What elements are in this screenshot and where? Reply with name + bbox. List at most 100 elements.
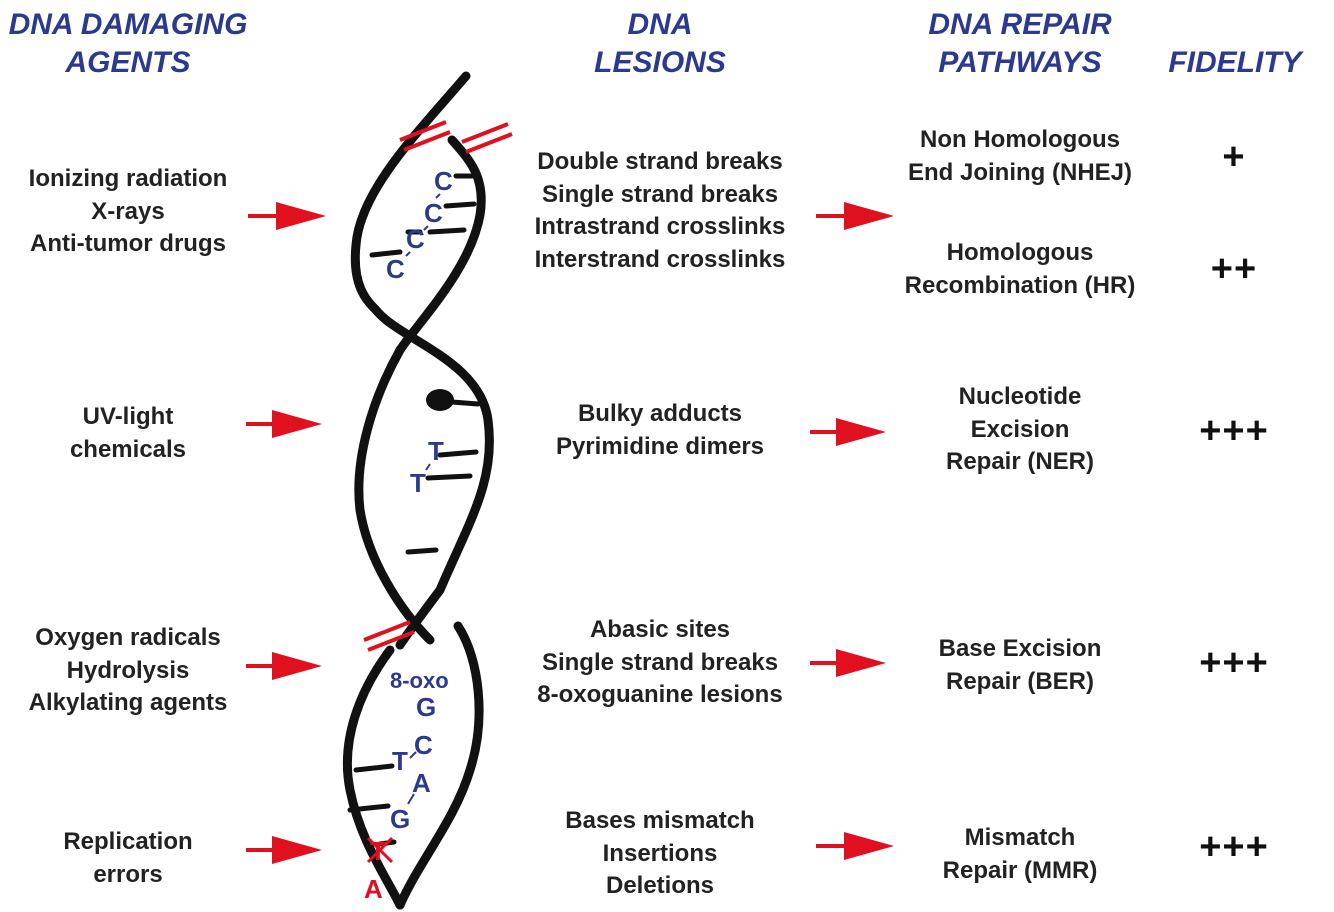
dna-helix — [342, 71, 494, 910]
agent-label: Anti-tumor drugs — [30, 230, 226, 257]
lesion-label: Deletions — [605, 872, 715, 899]
lesions-row-3: Abasic sites Single strand breaks 8-oxog… — [510, 614, 810, 712]
base-letter: T — [410, 468, 426, 498]
strand-break-marks — [363, 120, 513, 652]
header-agents: DNA DAMAGING AGENTS — [0, 6, 256, 82]
lesion-label: Bulky adducts — [577, 400, 743, 427]
lesion-label: Abasic sites — [589, 616, 731, 643]
agent-label: Oxygen radicals — [35, 624, 221, 651]
agent-label: UV-light — [82, 403, 174, 430]
strand-mid-left — [354, 345, 435, 645]
pair-connectors — [405, 193, 441, 805]
pathway-label: Non Homologous — [920, 126, 1120, 153]
fidelity-hr: ++ — [1210, 248, 1258, 290]
header-lesions-line-1: DNA — [627, 8, 693, 41]
arrow-icon — [816, 202, 894, 230]
pathway-ner: Nucleotide Excision Repair (NER) — [880, 381, 1160, 479]
pathway-label: Nucleotide — [958, 383, 1082, 410]
base-letter: T — [428, 436, 444, 466]
agent-label: chemicals — [69, 435, 187, 463]
strand-low-left — [342, 645, 405, 910]
arrow-icon — [246, 652, 322, 680]
agent-label: Hydrolysis — [66, 656, 190, 684]
lesions-row-4: Bases mismatch Insertions Deletions — [510, 805, 810, 903]
lesion-label: 8-oxoguanine lesions — [537, 681, 783, 708]
lesion-label: Bases mismatch — [565, 807, 755, 834]
base-letter: T — [392, 746, 408, 776]
lesion-label: Single strand breaks — [541, 648, 779, 676]
base-letter: A — [364, 874, 383, 904]
fidelity-ner: +++ — [1199, 410, 1269, 452]
base-letter: C — [424, 198, 443, 228]
fidelity-mmr: +++ — [1199, 826, 1269, 868]
header-fidelity-line-1: FIDELITY — [1168, 46, 1302, 79]
lesion-label: Pyrimidine dimers — [555, 432, 765, 460]
agents-row-1: Ionizing radiation X-rays Anti-tumor dru… — [0, 163, 256, 261]
arrow-icon — [246, 410, 322, 438]
agents-row-2: UV-light chemicals — [0, 401, 256, 466]
pathway-hr: Homologous Recombination (HR) — [880, 237, 1160, 302]
mismatch-cross-icon — [366, 836, 394, 864]
pathway-label: Recombination (HR) — [904, 271, 1136, 299]
base-letter: G — [390, 804, 410, 834]
agent-label: Replication — [63, 828, 193, 855]
arrows-lesions — [810, 202, 894, 860]
arrow-icon — [816, 832, 894, 860]
pathway-label: Homologous — [946, 239, 1094, 266]
arrow-icon — [248, 202, 326, 230]
adduct-icon — [426, 389, 481, 411]
pathway-label: Excision — [970, 415, 1070, 443]
fidelity-nhej: + — [1222, 136, 1246, 178]
header-pathways: DNA REPAIR PATHWAYS — [900, 6, 1140, 82]
strand-mid-right — [371, 305, 494, 650]
pathway-label: Base Excision — [938, 635, 1102, 662]
pathway-ber: Base Excision Repair (BER) — [880, 633, 1160, 698]
arrows-agents — [246, 202, 326, 864]
base-letter: C — [434, 166, 453, 196]
agent-label: Ionizing radiation — [28, 165, 228, 192]
lesion-label: Double strand breaks — [537, 148, 783, 175]
header-agents-line-1: DNA DAMAGING — [8, 8, 248, 41]
header-lesions-line-2: LESIONS — [594, 46, 726, 79]
agents-row-4: Replication errors — [0, 826, 256, 891]
base-rungs — [347, 173, 479, 847]
header-pathways-line-2: PATHWAYS — [938, 46, 1102, 79]
pathway-label: Mismatch — [964, 824, 1076, 851]
agent-label: errors — [93, 860, 163, 888]
base-letter: A — [412, 768, 431, 798]
base-letter: G — [416, 692, 436, 722]
strand-top-right — [395, 135, 486, 355]
header-pathways-line-1: DNA REPAIR — [928, 8, 1112, 41]
header-lesions: DNA LESIONS — [560, 6, 760, 82]
strand-low-right — [395, 621, 484, 910]
base-letter: C — [386, 254, 405, 284]
pathway-label: End Joining (NHEJ) — [908, 158, 1132, 186]
agents-row-3: Oxygen radicals Hydrolysis Alkylating ag… — [0, 622, 256, 720]
lesion-label: Single strand breaks — [541, 180, 779, 208]
agent-label: X-rays — [91, 197, 165, 225]
pathway-label: Repair (BER) — [945, 667, 1095, 695]
base-letters: C C C C T T 8-oxo G T C A G T A — [364, 166, 453, 904]
arrow-icon — [810, 418, 886, 446]
lesion-label: Insertions — [602, 839, 718, 867]
pathway-nhej: Non Homologous End Joining (NHEJ) — [880, 124, 1160, 189]
agent-label: Alkylating agents — [28, 689, 228, 716]
lesions-row-1: Double strand breaks Single strand break… — [510, 146, 810, 276]
pathway-label: Repair (NER) — [945, 448, 1095, 475]
pathway-label: Repair (MMR) — [942, 856, 1098, 884]
strand-top-left — [350, 71, 471, 315]
fidelity-ber: +++ — [1199, 642, 1269, 684]
header-fidelity: FIDELITY — [1150, 44, 1320, 82]
base-letter: C — [414, 730, 433, 760]
base-letter: C — [406, 224, 425, 254]
arrow-icon — [246, 836, 322, 864]
lesions-row-2: Bulky adducts Pyrimidine dimers — [510, 398, 810, 463]
base-letter: 8-oxo — [390, 668, 449, 693]
lesion-label: Interstrand crosslinks — [534, 245, 786, 273]
pathway-mmr: Mismatch Repair (MMR) — [880, 822, 1160, 887]
header-agents-line-2: AGENTS — [65, 46, 191, 79]
lesion-label: Intrastrand crosslinks — [534, 213, 786, 240]
arrow-icon — [810, 649, 886, 677]
